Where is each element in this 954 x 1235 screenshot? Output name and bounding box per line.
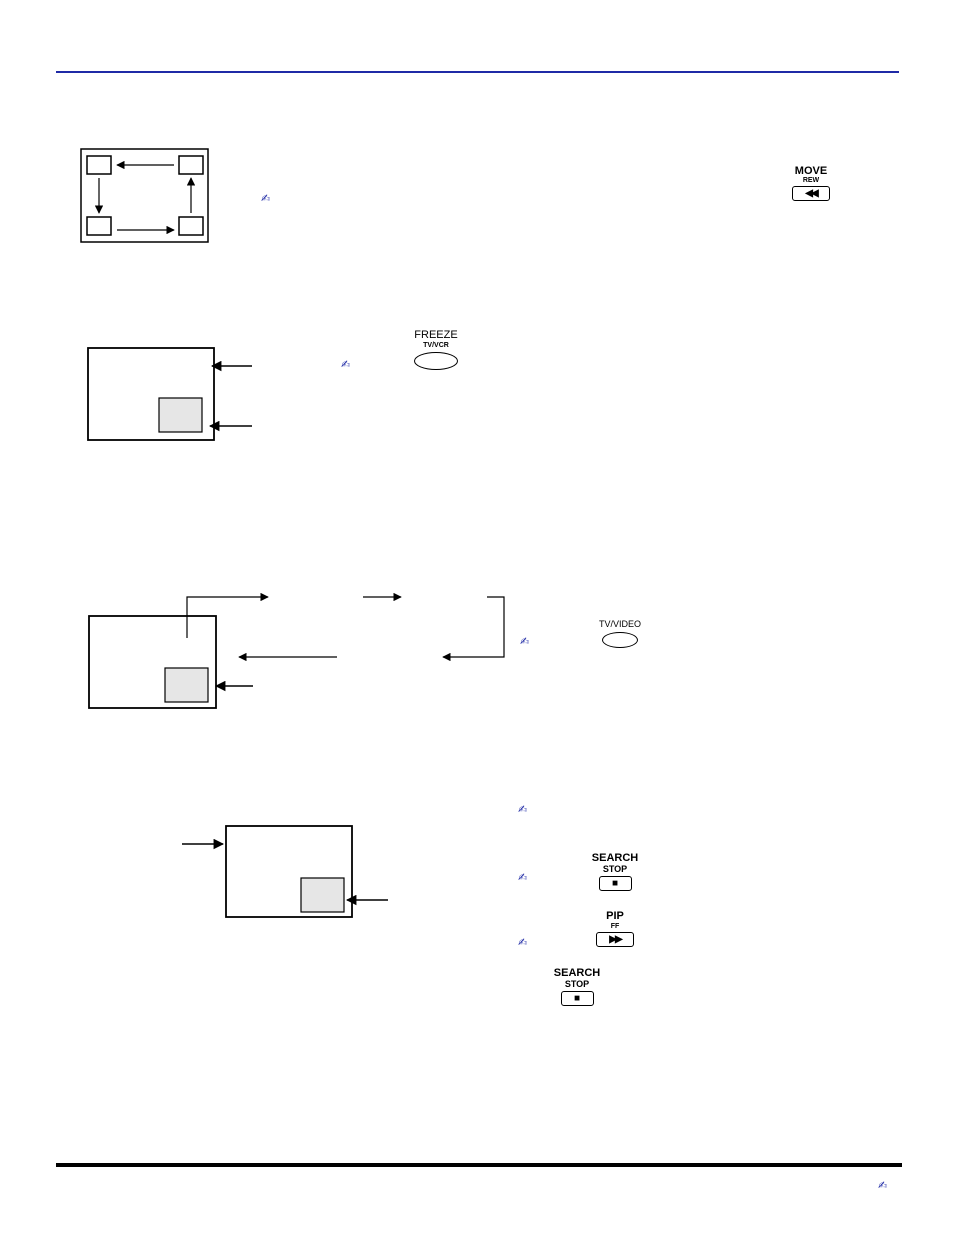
header-rule bbox=[56, 71, 899, 73]
stop-icon: ■ bbox=[598, 876, 632, 891]
search-label: SEARCH bbox=[553, 967, 601, 979]
tv-video-button-graphic: TV/VIDEO bbox=[590, 619, 650, 648]
freeze-button-graphic: FREEZE TV/VCR bbox=[405, 329, 467, 370]
tv-video-label: TV/VIDEO bbox=[598, 619, 641, 629]
screen-frame-3 bbox=[88, 615, 217, 709]
pencil-note-icon: ✍ bbox=[878, 1179, 888, 1192]
rew-label: REW bbox=[802, 177, 820, 184]
search-diagram bbox=[182, 825, 388, 918]
search-stop-button-graphic-1: SEARCH STOP ■ bbox=[584, 852, 646, 891]
stop-label: STOP bbox=[564, 979, 590, 989]
freeze-label: FREEZE bbox=[414, 329, 458, 341]
ff-label: FF bbox=[610, 923, 620, 930]
pip-window-4 bbox=[300, 877, 345, 913]
tv-video-diagram bbox=[88, 592, 505, 709]
move-position-diagram bbox=[80, 148, 209, 243]
arrow-source-start bbox=[186, 592, 269, 638]
pencil-note-icon: ✍ bbox=[518, 871, 528, 884]
arrow-source-return bbox=[442, 596, 505, 662]
stop-label: STOP bbox=[602, 864, 628, 874]
move-rew-button-graphic: MOVE REW ◀◀ bbox=[786, 165, 836, 201]
search-stop-button-graphic-2: SEARCH STOP ■ bbox=[546, 967, 608, 1006]
pencil-note-icon: ✍ bbox=[518, 803, 528, 816]
pip-position-top-right bbox=[178, 155, 204, 175]
pip-position-bottom-right bbox=[178, 216, 204, 236]
tv-video-oval-icon bbox=[602, 632, 638, 648]
pip-window-2 bbox=[158, 397, 203, 433]
pip-position-bottom-left bbox=[86, 216, 112, 236]
pip-label: PIP bbox=[606, 910, 624, 922]
freeze-diagram bbox=[87, 347, 252, 441]
search-label: SEARCH bbox=[591, 852, 639, 864]
freeze-oval-icon bbox=[414, 352, 458, 370]
pencil-note-icon: ✍ bbox=[518, 936, 528, 949]
pencil-note-icon: ✍ bbox=[520, 635, 530, 648]
pip-ff-button-graphic: PIP FF ▶▶ bbox=[590, 910, 640, 947]
move-label: MOVE bbox=[794, 165, 828, 177]
rewind-icon: ◀◀ bbox=[792, 186, 830, 201]
tv-vcr-label: TV/VCR bbox=[423, 342, 449, 349]
pip-position-top-left bbox=[86, 155, 112, 175]
fast-forward-icon: ▶▶ bbox=[596, 932, 634, 947]
stop-icon: ■ bbox=[560, 991, 594, 1006]
pip-window-3 bbox=[164, 667, 209, 703]
footer-rule bbox=[56, 1163, 902, 1167]
pencil-note-icon: ✍ bbox=[261, 192, 271, 205]
pencil-note-icon: ✍ bbox=[341, 358, 351, 371]
